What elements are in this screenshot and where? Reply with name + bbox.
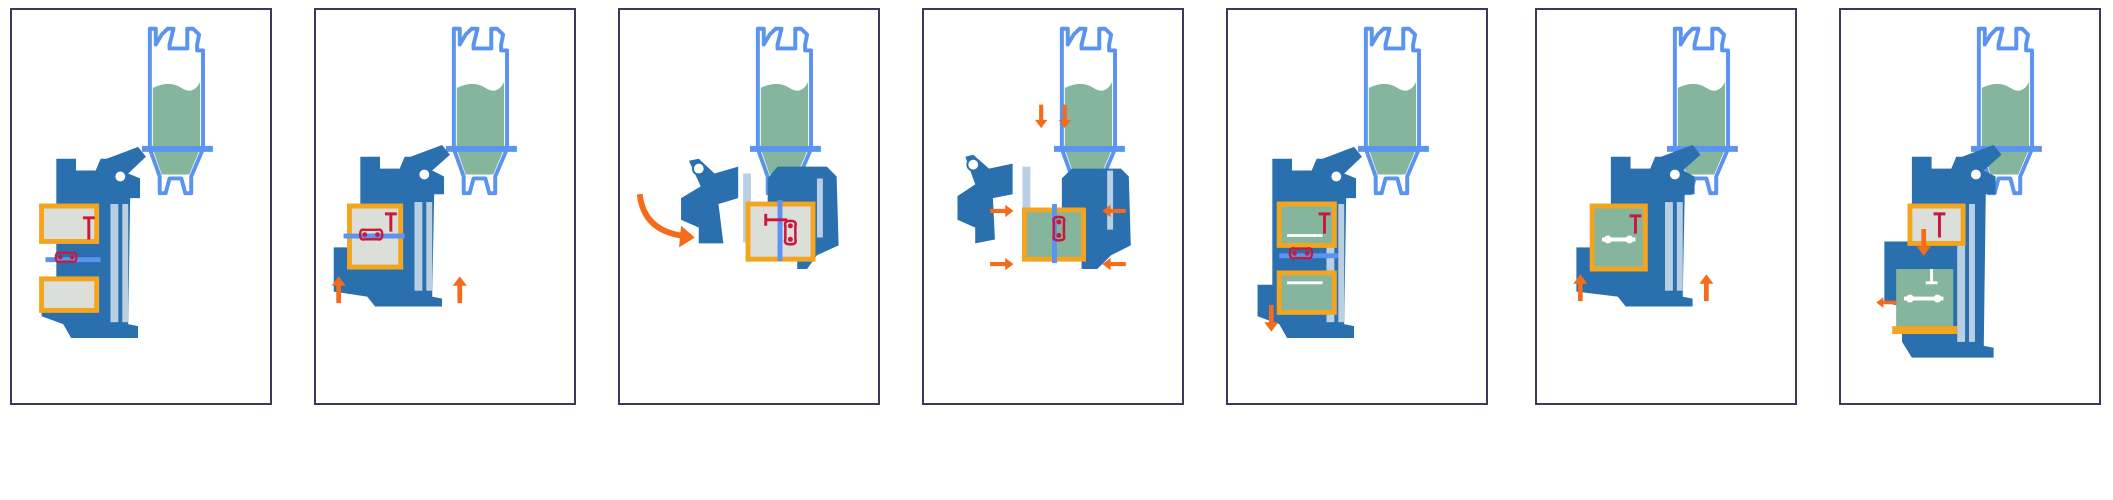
powder-compact xyxy=(1287,234,1323,285)
pivot-joint xyxy=(966,157,981,172)
pivot-joint xyxy=(691,161,706,176)
press-diagram-step-3 xyxy=(636,10,839,270)
press-diagram-step-6 xyxy=(1573,10,1795,307)
rotate-arrow-icon xyxy=(636,193,682,239)
guide-rod xyxy=(110,204,119,323)
step-panel-2 xyxy=(314,8,576,405)
ejector-pin xyxy=(1629,214,1642,234)
right-arrow-icon xyxy=(990,257,1014,271)
lower-punch xyxy=(1892,326,1958,335)
up-arrow-icon xyxy=(452,276,467,304)
ejector-pin xyxy=(1318,212,1331,234)
step-panel-4 xyxy=(922,8,1184,405)
press-diagram-step-1 xyxy=(39,10,270,338)
guide-rod xyxy=(122,204,129,323)
core-insert xyxy=(777,200,783,262)
ejector-pin xyxy=(384,212,397,232)
powder-hopper xyxy=(1358,29,1429,193)
press-arm xyxy=(681,158,739,244)
down-arrow-icon xyxy=(1034,104,1048,129)
guide-rod xyxy=(426,202,433,291)
ejector-pin xyxy=(1933,212,1946,238)
guide-rod xyxy=(1665,202,1673,291)
powder-hopper xyxy=(446,29,517,193)
guide-rod xyxy=(1022,166,1031,240)
ejector-pin xyxy=(82,216,95,240)
lower-mold-half xyxy=(39,276,100,313)
guide-rod xyxy=(1107,170,1114,230)
core-insert xyxy=(1279,253,1339,259)
press-arm xyxy=(957,154,1013,244)
guide-rod xyxy=(1326,204,1335,323)
step-panel-1 xyxy=(10,8,272,405)
up-arrow-icon xyxy=(1699,274,1714,302)
guide-rod xyxy=(1969,204,1975,342)
step-panel-7 xyxy=(1839,8,2101,405)
press-diagram-step-4 xyxy=(957,10,1131,271)
guide-rod xyxy=(1957,204,1966,342)
core-insert xyxy=(343,233,405,239)
step-panel-3 xyxy=(618,8,880,405)
guide-rod xyxy=(816,178,823,238)
core-insert xyxy=(45,257,101,263)
step-panel-6 xyxy=(1535,8,1797,405)
pivot-joint xyxy=(1969,167,1983,182)
guide-rod xyxy=(1338,204,1345,323)
step-panel-5 xyxy=(1226,8,1488,405)
guide-rod xyxy=(414,202,423,291)
pivot-joint xyxy=(417,167,432,182)
upper-mold-half xyxy=(1907,203,1966,246)
press-diagram-step-5 xyxy=(1257,10,1486,338)
powder-hopper xyxy=(142,29,213,193)
lower-mold-half xyxy=(1276,270,1337,315)
guide-rod xyxy=(1676,202,1683,291)
pivot-joint xyxy=(1329,169,1344,184)
pivot-joint xyxy=(1667,167,1682,182)
press-diagram-step-2 xyxy=(331,10,574,307)
ejector-pin xyxy=(764,213,788,226)
upper-mold-half xyxy=(1276,201,1337,248)
press-diagram-step-7 xyxy=(1876,10,2099,358)
rotate-arrowhead-icon xyxy=(679,225,695,248)
pivot-joint xyxy=(113,169,128,184)
